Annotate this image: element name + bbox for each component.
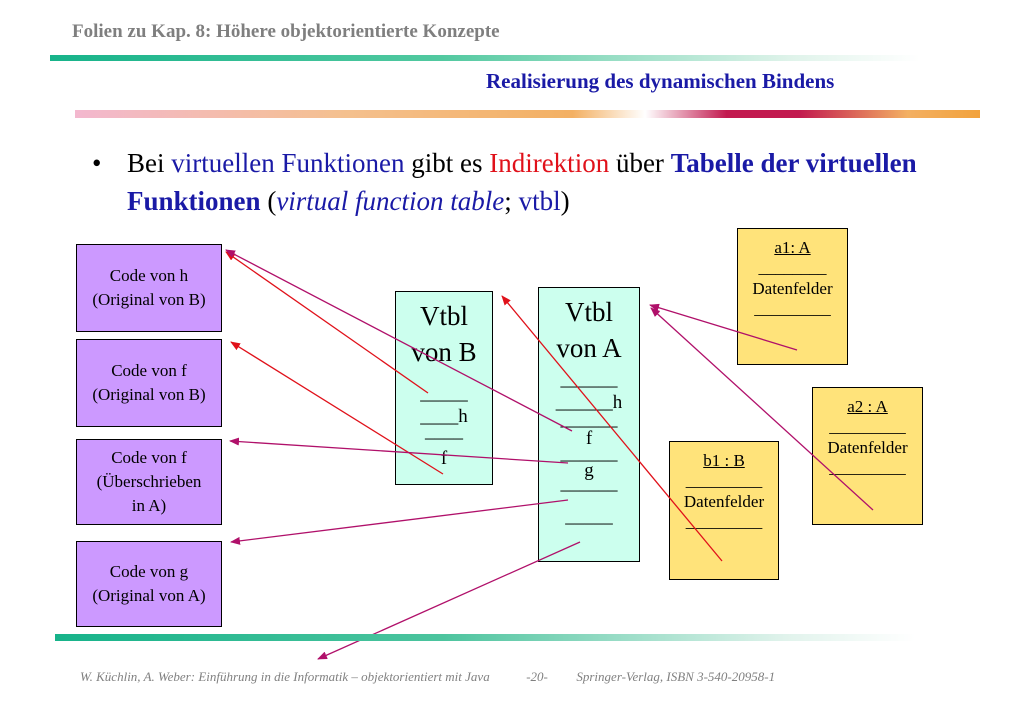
bullet-point: • Bei virtuellen Funktionen gibt es Indi… [92, 144, 952, 220]
vtbl-a-title-line: Vtbl [564, 297, 613, 327]
bullet-text-part: Bei [127, 148, 172, 178]
object-separator: _________ [829, 417, 906, 436]
code-box-line: (Original von A) [92, 586, 206, 605]
object-separator: ________ [758, 258, 827, 277]
object-separator: _________ [685, 471, 763, 490]
arrow-vtbl-a-f [229, 437, 569, 464]
vtbl-b-row-f: f [440, 448, 448, 469]
term-vtable: Tabelle der virtuellen Funktionen [127, 148, 917, 216]
code-box-line: Code von f [111, 448, 187, 467]
arrow-a2-to-vtbl-a [650, 307, 874, 511]
bullet-text-part: ) [560, 186, 570, 216]
term-virtual-functions: virtuellen Funktionen [171, 148, 405, 178]
code-box-g-original-a: Code von g (Original von A) [76, 541, 222, 627]
vtbl-a-row-g: g [584, 460, 594, 481]
code-box-line: (Überschrieben [96, 472, 202, 491]
vtbl-a-row-h: ______h [555, 392, 623, 413]
object-a1: a1: A ________ Datenfelder _________ [737, 228, 848, 365]
arrow-vtbl-b-h [225, 251, 429, 394]
vtbl-b-row-h: ____h [420, 406, 468, 427]
vtbl-a-title: Vtbl von A [539, 294, 639, 366]
term-virtual-function-table: virtual function table [276, 186, 505, 216]
bullet-text-part: gibt es [404, 148, 490, 178]
code-box-line: Code von f [111, 361, 187, 380]
arrow-a1-to-vtbl-a [649, 303, 798, 351]
bullet-text-part: ; [504, 186, 519, 216]
slide-subtitle: Realisierung des dynamischen Bindens [486, 69, 835, 93]
vtbl-a: Vtbl von A ______ ______h ______ f _____… [538, 287, 640, 562]
vtbl-a-title-line: von A [556, 333, 622, 363]
code-box-line: Code von h [109, 266, 189, 285]
vtbl-a-row: ______ [560, 443, 618, 464]
header-divider [50, 55, 920, 61]
bullet-marker: • [92, 148, 102, 178]
arrow-vtbl-a-extra [317, 541, 581, 660]
object-a1-name: a1: A [774, 238, 811, 257]
arrow-vtbl-a-g [230, 499, 569, 545]
footer-divider [55, 634, 915, 641]
object-b1: b1 : B _________ Datenfelder _________ [669, 441, 779, 580]
vtbl-b-title-line: Vtbl [419, 301, 468, 331]
object-a2-fields: Datenfelder [827, 438, 908, 457]
arrow-vtbl-a-h [225, 249, 573, 432]
object-separator: _________ [754, 299, 831, 318]
footer-authors: W. Küchlin, A. Weber: Einführung in die … [80, 669, 490, 684]
object-separator: _________ [829, 458, 906, 477]
code-box-f-overridden-a: Code von f (Überschrieben in A) [76, 439, 222, 525]
footer-page-number: -20- [526, 669, 548, 684]
code-box-h-original-b: Code von h (Original von B) [76, 244, 222, 332]
slide-header-title: Folien zu Kap. 8: Höhere objektorientier… [72, 21, 500, 42]
object-separator: _________ [685, 512, 763, 531]
code-box-line: (Original von B) [92, 385, 206, 404]
object-a1-fields: Datenfelder [752, 279, 833, 298]
slide-footer: W. Küchlin, A. Weber: Einführung in die … [80, 669, 775, 685]
object-a2-name: a2 : A [847, 397, 888, 416]
bullet-text-part: ( [260, 186, 277, 216]
object-b1-fields: Datenfelder [683, 492, 765, 511]
vtbl-b-row: ____ [425, 421, 463, 442]
footer-publisher: Springer-Verlag, ISBN 3-540-20958-1 [576, 669, 776, 684]
vtbl-a-row: ______ [560, 409, 618, 430]
arrow-b1-to-vtbl-b [501, 295, 723, 562]
vtbl-b-row: _____ [420, 383, 468, 404]
object-b1-name: b1 : B [703, 451, 745, 470]
bullet-text: Bei virtuellen Funktionen gibt es Indire… [127, 144, 952, 220]
term-indirection: Indirektion [489, 148, 610, 178]
code-box-line: Code von g [109, 562, 189, 581]
bullet-text-part: über [609, 148, 671, 178]
code-box-f-original-b: Code von f (Original von B) [76, 339, 222, 427]
vtbl-a-row-f: f [585, 428, 593, 449]
arrow-vtbl-b-f [230, 341, 444, 475]
term-vtbl: vtbl [518, 186, 561, 216]
code-box-line: (Original von B) [92, 290, 206, 309]
vtbl-a-row: _____ [565, 506, 613, 527]
object-a2: a2 : A _________ Datenfelder _________ [812, 387, 923, 525]
subtitle-divider [75, 110, 980, 118]
vtbl-a-row: ______ [560, 473, 618, 494]
code-box-line: in A) [131, 496, 167, 515]
